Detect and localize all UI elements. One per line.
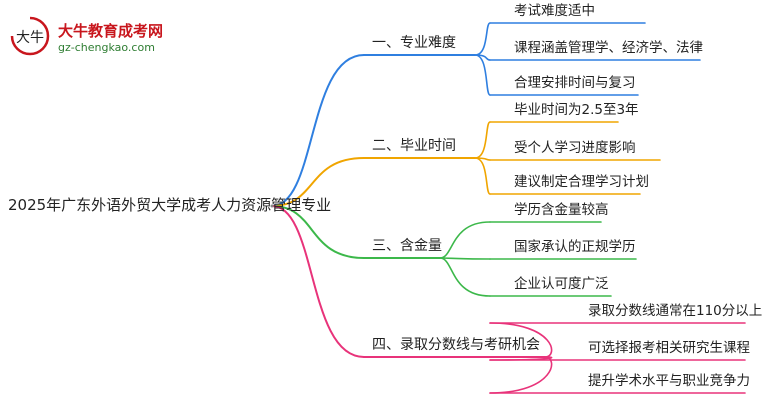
root-node: 2025年广东外语外贸大学成考人力资源管理专业 <box>8 196 332 214</box>
leaf-connector <box>474 121 491 159</box>
leaf-connector <box>489 356 553 394</box>
branch-connector <box>271 54 365 207</box>
leaf-label: 录取分数线通常在110分以上 <box>588 303 762 319</box>
branch-label: 二、毕业时间 <box>372 138 456 154</box>
logo-title: 大牛教育成考网 <box>58 22 164 40</box>
leaf-connector <box>439 257 491 260</box>
branch-connector <box>271 205 365 259</box>
leaf-connector <box>474 157 491 195</box>
leaf-connector <box>439 221 491 259</box>
leaf-label: 合理安排时间与复习 <box>514 75 636 91</box>
branch-label: 四、录取分数线与考研机会 <box>372 337 540 353</box>
logo-mark-text: 大牛 <box>16 30 44 46</box>
branch-connector <box>271 205 365 358</box>
leaf-label: 毕业时间为2.5至3年 <box>514 102 639 118</box>
leaf-connector <box>474 54 491 96</box>
logo-url: gz-chengkao.com <box>58 41 155 54</box>
branch-label: 三、含金量 <box>372 238 442 254</box>
branch-label: 一、专业难度 <box>372 35 456 51</box>
leaf-label: 可选择报考相关研究生课程 <box>588 340 750 356</box>
leaf-label: 课程涵盖管理学、经济学、法律 <box>514 40 703 56</box>
leaf-label: 学历含金量较高 <box>514 202 609 218</box>
leaf-label: 企业认可度广泛 <box>514 276 609 292</box>
logo: 大牛 大牛教育成考网 gz-chengkao.com <box>8 14 168 58</box>
leaf-label: 受个人学习进度影响 <box>514 140 636 156</box>
leaf-label: 建议制定合理学习计划 <box>514 174 649 190</box>
leaf-label: 国家承认的正规学历 <box>514 239 636 255</box>
logo-mark-icon: 大牛 <box>10 16 50 56</box>
leaf-connector <box>474 22 491 56</box>
leaf-label: 提升学术水平与职业竞争力 <box>588 373 750 389</box>
leaf-label: 考试难度适中 <box>514 3 595 19</box>
leaf-connector <box>439 257 491 297</box>
leaf-connector <box>489 322 553 358</box>
branch-connector <box>271 157 365 207</box>
root-anchor <box>270 204 274 208</box>
